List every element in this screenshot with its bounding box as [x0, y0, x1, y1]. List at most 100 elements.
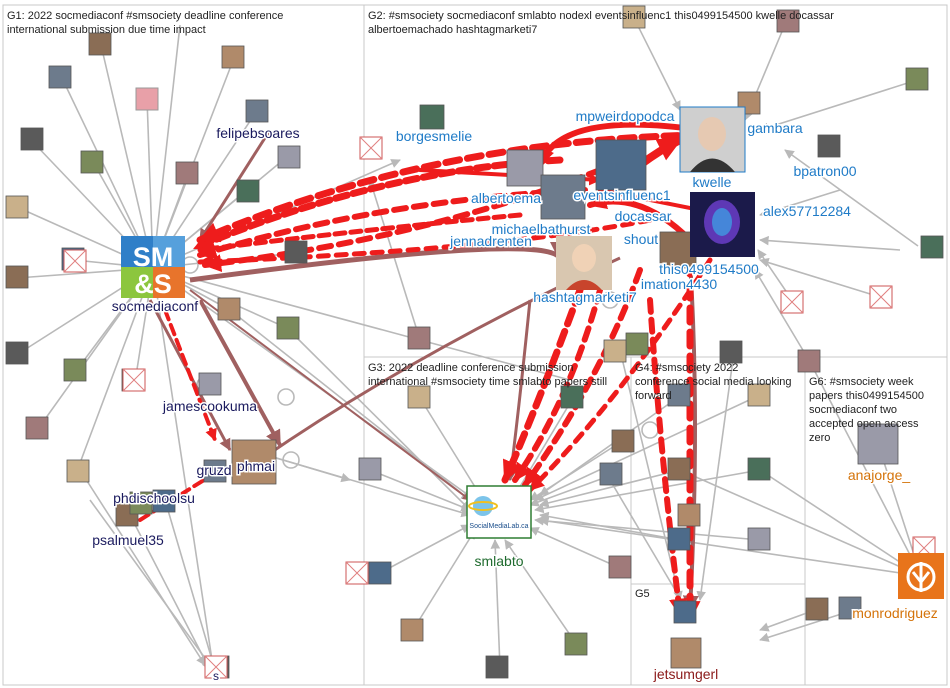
node-thumbnail[interactable]: [231, 439, 277, 485]
graph-edge: [529, 527, 621, 569]
node-thumbnail[interactable]: [284, 240, 308, 264]
graph-edge: [129, 514, 211, 671]
node-label-jamescookuma[interactable]: jamescookuma: [160, 397, 258, 416]
node-label-imation4430[interactable]: imation4430: [639, 275, 718, 294]
node-label-docassar[interactable]: docassar: [613, 207, 673, 226]
node-thumbnail[interactable]: [857, 423, 899, 465]
node-label-borgesmelie[interactable]: borgesmelie: [394, 127, 473, 146]
node-thumbnail[interactable]: [63, 358, 87, 382]
node-thumbnail[interactable]: [667, 383, 691, 407]
node-label-bpatron00[interactable]: bpatron00: [792, 162, 858, 181]
node-thumbnail[interactable]: [719, 340, 743, 364]
node-thumbnail[interactable]: [670, 637, 702, 669]
node-label-socmediaconf[interactable]: socmediaconf: [110, 297, 199, 316]
node-thumbnail[interactable]: [667, 527, 691, 551]
node-label-mpweirdopodcast[interactable]: mpweirdopodca: [574, 107, 676, 126]
node-thumbnail[interactable]: [540, 174, 586, 220]
node-label-kwelle[interactable]: kwelle: [691, 173, 733, 192]
node-label-this0499154500[interactable]: this0499154500: [658, 260, 761, 279]
node-label-hashtagmarketi7[interactable]: hashtagmarketi7: [532, 288, 639, 307]
node-thumbnail[interactable]: [20, 127, 44, 151]
node-thumbnail[interactable]: [560, 385, 584, 409]
node-thumbnail[interactable]: [88, 32, 112, 56]
node-thumbnail[interactable]: [506, 149, 544, 187]
node-thumbnail[interactable]: [175, 161, 199, 185]
node-label-anajorge[interactable]: anajorge_: [846, 466, 911, 485]
node-label-monrodriguez[interactable]: monrodriguez: [851, 604, 940, 623]
node-thumbnail[interactable]: [625, 332, 649, 356]
node-thumbnail[interactable]: [80, 150, 104, 174]
node-thumbnail[interactable]: [368, 561, 392, 585]
node-thumbnail[interactable]: [236, 179, 260, 203]
node-thumbnail[interactable]: [608, 555, 632, 579]
node-thumbnail[interactable]: [277, 145, 301, 169]
node-label-shout[interactable]: shout: [622, 230, 659, 249]
node-thumbnail[interactable]: [747, 383, 771, 407]
node-thumbnail[interactable]: [838, 596, 862, 620]
node-thumbnail[interactable]: [905, 67, 929, 91]
node-thumbnail[interactable]: [805, 597, 829, 621]
node-label-felipebsoares[interactable]: felipebsoares: [215, 124, 301, 143]
node-thumbnail[interactable]: [66, 459, 90, 483]
node-thumbnail[interactable]: [673, 600, 697, 624]
graph-edge: [534, 394, 761, 501]
graph-edge: [229, 309, 471, 501]
smlabto-logo[interactable]: SocialMediaLab.ca: [466, 485, 532, 539]
socmediaconf-logo[interactable]: SM &S: [121, 236, 185, 299]
node-thumbnail[interactable]: [622, 5, 646, 29]
node-thumbnail[interactable]: [603, 339, 627, 363]
node-thumbnail[interactable]: [48, 65, 72, 89]
node-label-phmai[interactable]: phmai: [235, 457, 276, 476]
node-thumbnail[interactable]: [595, 139, 647, 191]
node-thumbnail[interactable]: [797, 349, 821, 373]
node-thumbnail[interactable]: [5, 265, 29, 289]
alex-photo[interactable]: [690, 192, 755, 257]
node-thumbnail[interactable]: [358, 457, 382, 481]
hashtagmarketi7-photo[interactable]: [556, 236, 612, 290]
node-thumbnail[interactable]: [747, 527, 771, 551]
node-thumbnail[interactable]: [203, 459, 227, 483]
node-thumbnail[interactable]: [599, 462, 623, 486]
graph-edge: [196, 131, 704, 244]
group-g3-caption-line-2: international #smsociety time smlabto pa…: [368, 376, 607, 388]
node-thumbnail[interactable]: [25, 416, 49, 440]
node-thumbnail[interactable]: [198, 372, 222, 396]
node-thumbnail[interactable]: [400, 618, 424, 642]
graph-edge: [539, 511, 681, 541]
node-thumbnail[interactable]: [677, 503, 701, 527]
node-thumbnail[interactable]: [276, 316, 300, 340]
node-thumbnail[interactable]: [5, 195, 29, 219]
rebel-icon[interactable]: [898, 553, 944, 599]
node-label-s[interactable]: s: [212, 668, 221, 685]
node-label-jetsumgerl[interactable]: jetsumgerl: [651, 665, 720, 684]
node-thumbnail[interactable]: [129, 491, 153, 515]
node-thumbnail[interactable]: [407, 385, 431, 409]
node-thumbnail[interactable]: [564, 632, 588, 656]
node-thumbnail[interactable]: [817, 134, 841, 158]
placeholder-cross: [204, 655, 228, 679]
node-thumbnail[interactable]: [407, 326, 431, 350]
node-label-gambara[interactable]: gambara: [746, 119, 804, 138]
node-thumbnail[interactable]: [485, 655, 509, 679]
node-thumbnail[interactable]: [667, 457, 691, 481]
node-thumbnail[interactable]: [221, 45, 245, 69]
node-label-gruzd[interactable]: gruzd: [195, 461, 233, 480]
node-thumbnail[interactable]: [611, 429, 635, 453]
node-label-phdischoolsu[interactable]: phdischoolsu: [112, 489, 197, 508]
node-thumbnail[interactable]: [5, 341, 29, 365]
node-thumbnail[interactable]: [152, 489, 176, 513]
kwelle-photo[interactable]: [679, 106, 746, 173]
node-thumbnail[interactable]: [920, 235, 944, 259]
node-label-jennadrenten[interactable]: jennadrenten: [448, 232, 534, 251]
node-thumbnail[interactable]: [776, 9, 800, 33]
node-thumbnail[interactable]: [747, 457, 771, 481]
node-label-michaelbathurst[interactable]: michaelbathurst: [490, 220, 592, 239]
node-label-smlabto[interactable]: smlabto: [473, 552, 525, 571]
node-thumbnail[interactable]: [419, 104, 445, 130]
node-label-alex57712284[interactable]: alex57712284: [762, 202, 853, 221]
node-label-albertoemachado[interactable]: albertoema: [469, 189, 542, 208]
node-label-psalmuel35[interactable]: psalmuel35: [91, 531, 166, 550]
node-thumbnail[interactable]: [245, 99, 269, 123]
node-label-eventsinfluenc1[interactable]: eventsinfluenc1: [572, 186, 673, 205]
node-thumbnail[interactable]: [217, 297, 241, 321]
